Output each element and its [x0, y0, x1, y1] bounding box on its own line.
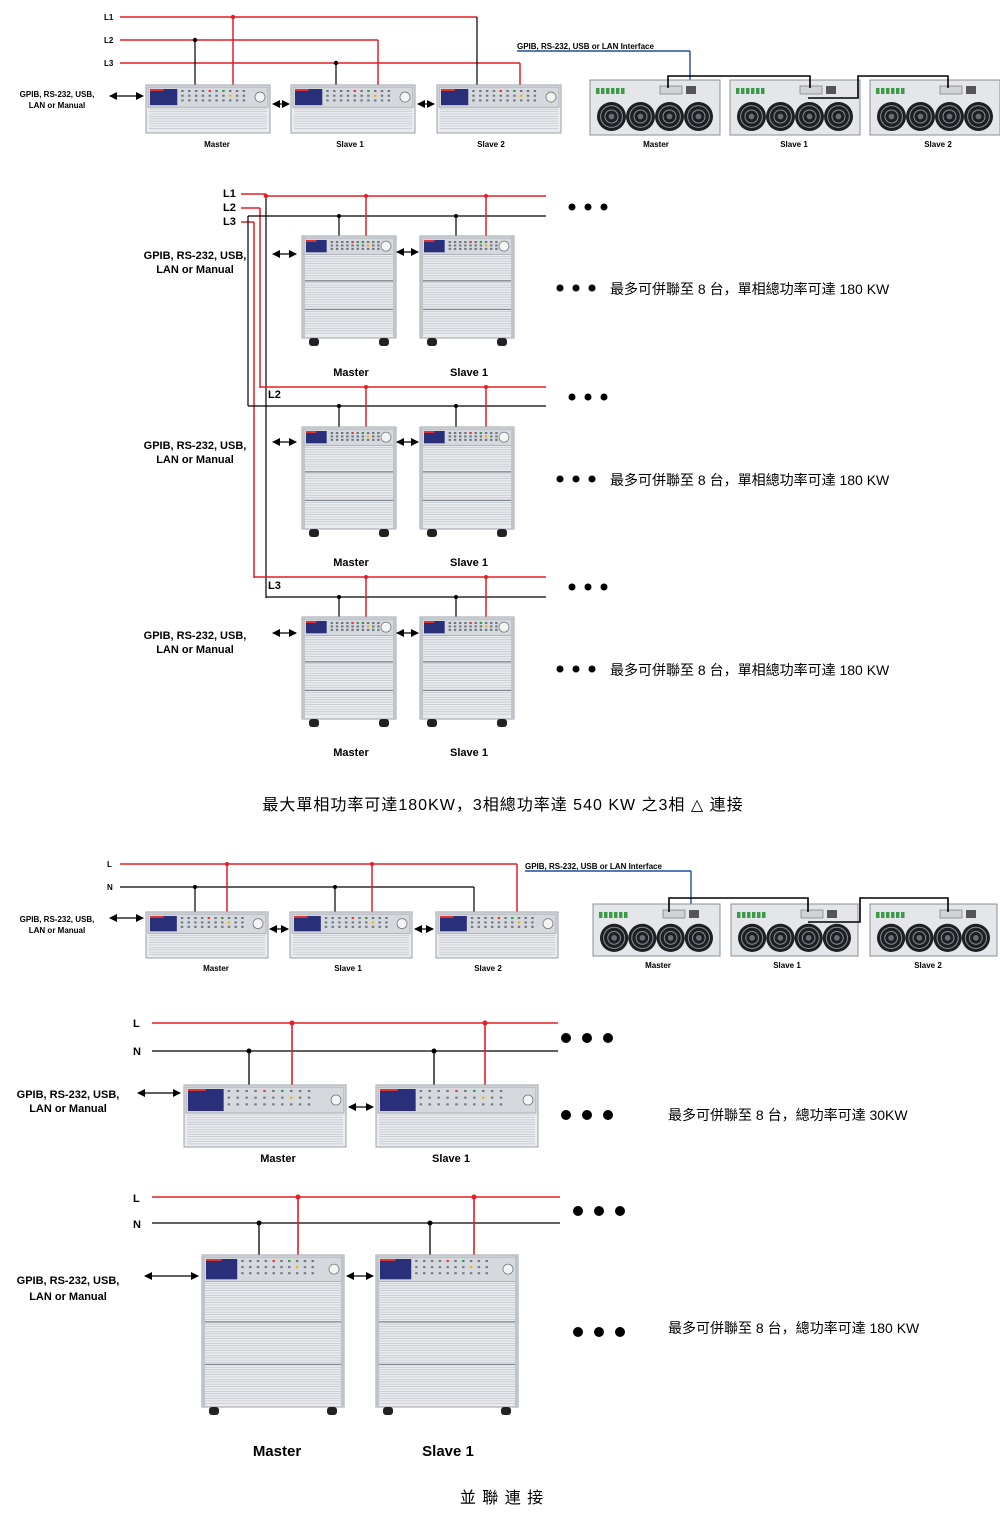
more-units-ellipsis: [568, 393, 608, 401]
load-unit-front: [301, 235, 397, 346]
unit-label-slave2: Slave 2: [477, 140, 505, 149]
load-unit-rear: [869, 903, 998, 957]
load-unit-rear: [730, 903, 859, 957]
load-unit-rear: [729, 79, 861, 136]
sp-unit-slave2: Slave 2: [474, 964, 502, 973]
interface-label-line1: GPIB, RS-232, USB,: [20, 90, 95, 99]
rear-label-slave2: Slave 2: [924, 140, 952, 149]
load-unit-front: [301, 426, 397, 537]
load-unit-front: [145, 84, 271, 134]
section-single-phase-mid: L N GPIB, RS-232, USB, LAN or Manual 最多可…: [17, 1018, 909, 1165]
parallel-caption: 並 聯 連 接: [460, 1489, 544, 1507]
more-units-ellipsis: [561, 1110, 613, 1120]
sp-rear-master: Master: [645, 961, 671, 970]
load-unit-front: [435, 911, 559, 959]
load-unit-front: [301, 616, 397, 727]
more-units-ellipsis: [573, 1327, 625, 1337]
delta-caption: 最大單相功率可達180KW，3相總功率達 540 KW 之3相 △ 連接: [262, 796, 743, 814]
delta-note-1: 最多可併聯至 8 台，單相總功率可達 180 KW: [610, 281, 890, 297]
sp-unit-master: Master: [203, 964, 229, 973]
load-unit-front: [436, 84, 562, 134]
sp-rear-slave2: Slave 2: [914, 961, 942, 970]
delta-unit-slave-2: Slave 1: [450, 557, 488, 569]
delta-label-l2: L2: [223, 202, 236, 214]
more-units-ellipsis: [556, 665, 596, 673]
rear-interface-label: GPIB, RS-232, USB or LAN Interface: [517, 42, 654, 51]
section-delta-connection: L1 L2 L3 GPIB, RS-232, USB, LAN or Manua…: [144, 188, 890, 814]
line-label-l3: L3: [104, 59, 114, 68]
load-unit-front: [419, 616, 515, 727]
mid-interface-b: LAN or Manual: [29, 1103, 107, 1115]
delta-note-3: 最多可併聯至 8 台，單相總功率可達 180 KW: [610, 662, 890, 678]
delta-interface-3a: GPIB, RS-232, USB,: [144, 630, 247, 642]
load-unit-front: [183, 1084, 347, 1148]
load-unit-front: [419, 426, 515, 537]
delta-interface-1a: GPIB, RS-232, USB,: [144, 250, 247, 262]
section-three-line-rack: L1 L2 L3 GPIB, RS-232, USB, LAN or Manua…: [20, 13, 1000, 149]
section-single-phase-big: L N GPIB, RS-232, USB, LAN or Manual 最多可…: [17, 1193, 920, 1507]
sp-unit-slave1: Slave 1: [334, 964, 362, 973]
delta-unit-slave-3: Slave 1: [450, 747, 488, 759]
sp-interface-b: LAN or Manual: [29, 926, 85, 935]
mid-note: 最多可併聯至 8 台，總功率可達 30KW: [668, 1107, 908, 1123]
mid-unit-master: Master: [260, 1153, 296, 1165]
delta-interface-2b: LAN or Manual: [156, 454, 234, 466]
delta-unit-master-3: Master: [333, 747, 369, 759]
big-interface-b: LAN or Manual: [29, 1291, 107, 1303]
more-units-ellipsis: [561, 1033, 613, 1043]
sp-line-n: N: [107, 883, 113, 892]
big-unit-slave1: Slave 1: [422, 1443, 474, 1460]
sp-line-l: L: [107, 860, 112, 869]
delta-label-l3: L3: [223, 216, 236, 228]
load-unit-rear: [592, 903, 721, 957]
big-note: 最多可併聯至 8 台，總功率可達 180 KW: [668, 1320, 920, 1336]
load-unit-front: [375, 1084, 539, 1148]
section-single-phase-rack: L N GPIB, RS-232, USB, LAN or Manual Mas…: [20, 860, 998, 973]
sp-rear-slave1: Slave 1: [773, 961, 801, 970]
more-units-ellipsis: [556, 475, 596, 483]
big-unit-master: Master: [253, 1443, 302, 1460]
mid-line-n: N: [133, 1046, 141, 1058]
delta-unit-master-1: Master: [333, 367, 369, 379]
load-unit-front: [201, 1254, 345, 1415]
delta-interface-1b: LAN or Manual: [156, 264, 234, 276]
more-units-ellipsis: [573, 1206, 625, 1216]
load-unit-front: [375, 1254, 519, 1415]
load-unit-front: [290, 84, 416, 134]
mid-line-l: L: [133, 1018, 140, 1030]
delta-note-2: 最多可併聯至 8 台，單相總功率可達 180 KW: [610, 472, 890, 488]
sp-interface-a: GPIB, RS-232, USB,: [20, 915, 95, 924]
line-label-l2: L2: [104, 36, 114, 45]
delta-mid-line-label: L2: [268, 389, 281, 401]
load-unit-front: [289, 911, 413, 959]
more-units-ellipsis: [568, 583, 608, 591]
rear-label-master: Master: [643, 140, 669, 149]
unit-label-master: Master: [204, 140, 230, 149]
big-line-n: N: [133, 1219, 141, 1231]
delta-interface-3b: LAN or Manual: [156, 644, 234, 656]
load-unit-rear: [869, 79, 1000, 136]
unit-label-slave1: Slave 1: [336, 140, 364, 149]
delta-interface-2a: GPIB, RS-232, USB,: [144, 440, 247, 452]
interface-label-line2: LAN or Manual: [29, 101, 85, 110]
delta-unit-master-2: Master: [333, 557, 369, 569]
load-unit-rear: [589, 79, 721, 136]
mid-interface-a: GPIB, RS-232, USB,: [17, 1089, 120, 1101]
delta-bottom-line-label: L3: [268, 580, 281, 592]
rear-label-slave1: Slave 1: [780, 140, 808, 149]
load-unit-front: [145, 911, 269, 959]
mid-unit-slave1: Slave 1: [432, 1153, 470, 1165]
big-interface-a: GPIB, RS-232, USB,: [17, 1275, 120, 1287]
delta-label-l1: L1: [223, 188, 236, 200]
big-line-l: L: [133, 1193, 140, 1205]
load-unit-front: [419, 235, 515, 346]
delta-unit-slave-1: Slave 1: [450, 367, 488, 379]
more-units-ellipsis: [568, 203, 608, 211]
more-units-ellipsis: [556, 284, 596, 292]
line-label-l1: L1: [104, 13, 114, 22]
sp-rear-interface-label: GPIB, RS-232, USB or LAN Interface: [525, 862, 662, 871]
